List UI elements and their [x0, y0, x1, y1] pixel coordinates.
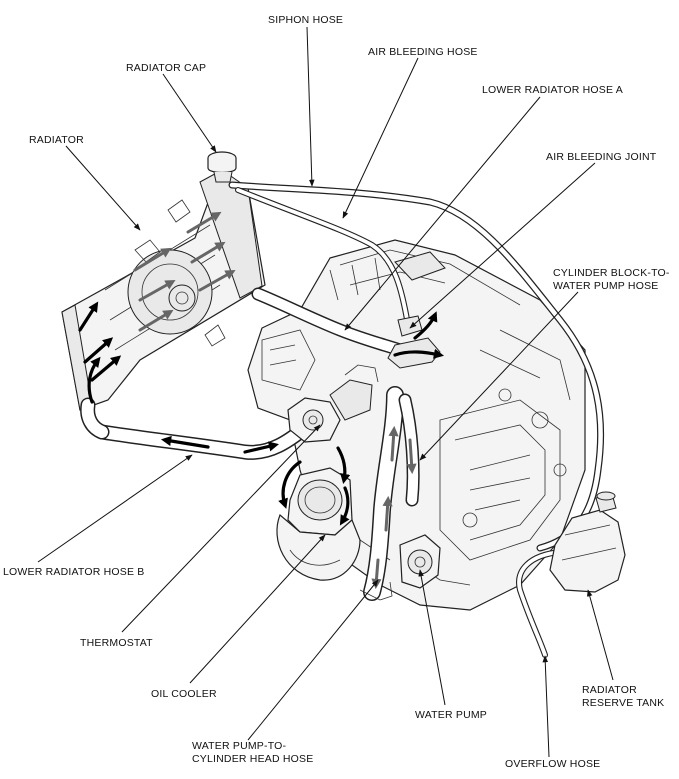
- label-oil-cooler: OIL COOLER: [151, 688, 217, 700]
- flow-arrow-icon: [160, 435, 210, 449]
- label-cylinder-block-to-water-pump-hose-line2: WATER PUMP HOSE: [553, 280, 658, 292]
- flow-arrow-icon: [198, 269, 236, 292]
- flow-arrow-icon: [90, 355, 122, 382]
- label-overflow-hose: OVERFLOW HOSE: [505, 758, 600, 770]
- oil-cooler: [276, 467, 361, 581]
- label-radiator: RADIATOR: [29, 134, 84, 146]
- leader-water-pump-to-cylinder-head-hose: [247, 579, 379, 741]
- flow-arrow-icon: [78, 301, 99, 332]
- leader-lines: [37, 26, 614, 758]
- leader-radiator-reserve-tank: [586, 589, 614, 681]
- leader-siphon-hose: [306, 26, 315, 187]
- flow-arrow-icon: [339, 486, 350, 526]
- radiator: [61, 169, 266, 411]
- leader-radiator: [65, 145, 141, 231]
- flow-arrow-icon: [406, 438, 417, 475]
- flow-arrow-icon: [87, 356, 101, 404]
- flow-arrow-icon: [382, 495, 393, 532]
- flow-arrow-icon: [336, 446, 351, 485]
- label-radiator-reserve-tank-line2: RESERVE TANK: [582, 697, 664, 709]
- cylinder-block-to-water-pump-hose: [398, 393, 420, 507]
- flow-arrow-icon: [388, 425, 399, 462]
- label-air-bleeding-joint: AIR BLEEDING JOINT: [546, 151, 657, 163]
- leader-air-bleeding-hose: [342, 57, 419, 219]
- flow-arrow-icon: [133, 247, 172, 272]
- label-thermostat: THERMOSTAT: [80, 637, 153, 649]
- flow-arrow-icon: [83, 337, 114, 364]
- air-bleeding-hose: [235, 187, 411, 328]
- label-siphon-hose: SIPHON HOSE: [268, 14, 343, 26]
- flow-arrow-icon: [138, 309, 174, 332]
- coolant-flow-arrows-grey: [133, 211, 417, 590]
- leader-overflow-hose: [542, 655, 550, 758]
- label-radiator-cap: RADIATOR CAP: [126, 62, 206, 74]
- flow-arrow-icon: [138, 279, 176, 302]
- radiator-cap: [207, 151, 237, 183]
- label-water-pump-to-cylinder-head-hose-line2: CYLINDER HEAD HOSE: [192, 753, 313, 765]
- label-water-pump-to-cylinder-head-hose-line1: WATER PUMP-TO-: [192, 740, 286, 752]
- water-pump: [359, 534, 441, 601]
- leader-thermostat: [121, 424, 321, 633]
- label-air-bleeding-hose: AIR BLEEDING HOSE: [368, 46, 478, 58]
- labels: SIPHON HOSE AIR BLEEDING HOSE RADIATOR C…: [3, 14, 670, 770]
- leader-oil-cooler: [189, 534, 326, 684]
- thermostat: [287, 364, 379, 443]
- leader-lower-radiator-hose-b: [37, 454, 193, 563]
- leader-radiator-cap: [162, 73, 217, 153]
- leader-lower-radiator-hose-a: [344, 96, 541, 331]
- overflow-hose: [516, 549, 563, 658]
- label-water-pump: WATER PUMP: [415, 709, 487, 721]
- flow-arrow-icon: [190, 241, 226, 264]
- label-lower-radiator-hose-a: LOWER RADIATOR HOSE A: [482, 84, 623, 96]
- flow-arrow-icon: [278, 460, 302, 509]
- lower-radiator-hose-a: [251, 287, 407, 357]
- leader-cylinder-block-to-water-pump-hose: [419, 291, 579, 461]
- flow-arrow-icon: [413, 311, 438, 340]
- siphon-hose: [228, 181, 605, 552]
- lower-radiator-hose-b: [80, 397, 313, 460]
- flow-arrow-icon: [243, 441, 279, 454]
- leader-water-pump: [418, 569, 446, 706]
- coolant-flow-arrows: [78, 301, 445, 526]
- leader-air-bleeding-joint: [409, 162, 596, 329]
- label-lower-radiator-hose-b: LOWER RADIATOR HOSE B: [3, 566, 145, 578]
- label-cylinder-block-to-water-pump-hose-line1: CYLINDER BLOCK-TO-: [553, 267, 670, 279]
- flow-arrow-icon: [186, 211, 222, 234]
- radiator-reserve-tank: [549, 491, 626, 593]
- flow-arrow-icon: [393, 348, 445, 359]
- label-radiator-reserve-tank-line1: RADIATOR: [582, 684, 637, 696]
